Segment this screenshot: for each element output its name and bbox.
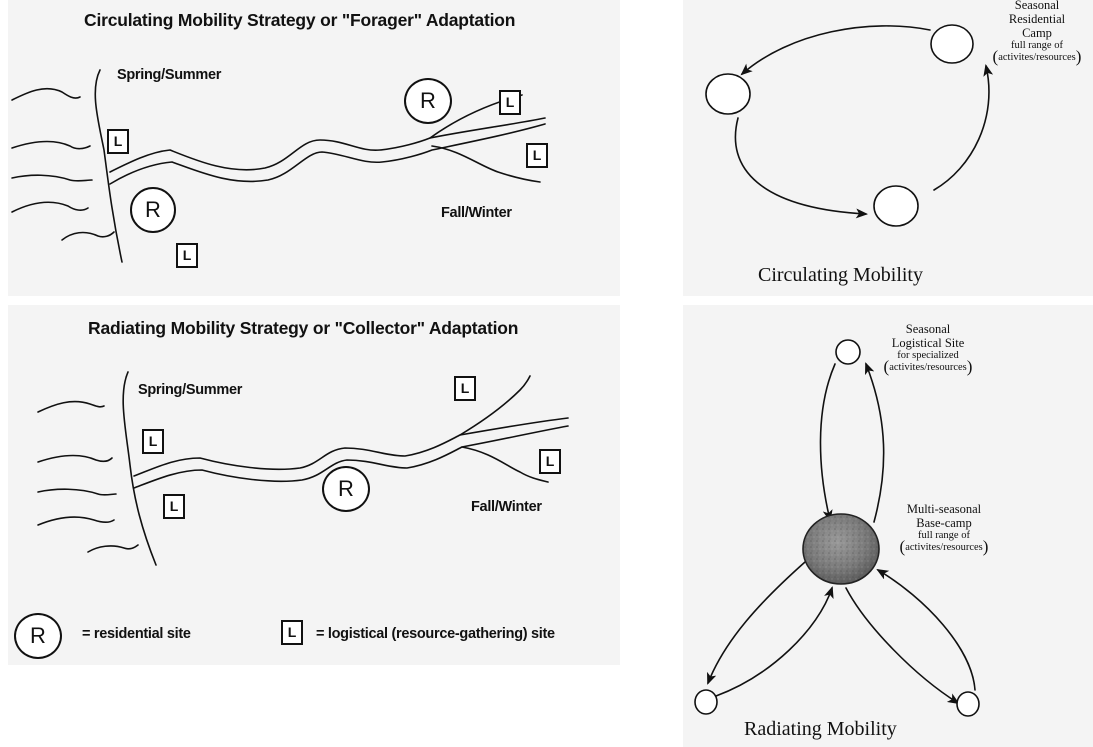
wave-line: [11, 87, 81, 101]
season-label-spring-summer: Spring/Summer: [138, 382, 243, 398]
peripheral-site-oval: [694, 689, 718, 715]
logistical-site-oval: [835, 339, 861, 365]
tributary: [461, 446, 549, 483]
radiating-diagram-panel: [683, 305, 1093, 747]
logistical-site-marker: L: [526, 143, 548, 168]
radiating-arrow: [819, 363, 836, 522]
residential-site-marker: R: [404, 78, 452, 124]
river-bank: [109, 123, 546, 185]
river-bank: [133, 417, 569, 477]
circulating-arrow: [933, 64, 994, 191]
river-bank: [109, 117, 546, 173]
coastline: [94, 69, 123, 263]
season-label-spring-summer: Spring/Summer: [117, 67, 222, 83]
radiating-arrow: [864, 362, 885, 523]
collector-panel-title: Radiating Mobility Strategy or "Collecto…: [88, 318, 519, 338]
residential-site-marker: R: [322, 466, 370, 512]
coastline: [122, 371, 157, 566]
site-oval: [873, 185, 919, 227]
site-oval: [705, 73, 751, 115]
wave-line: [11, 174, 93, 182]
residential-camp-label: Seasonal Residential Camp (full range of…: [992, 0, 1082, 67]
legend-logistical-symbol: L: [281, 620, 303, 645]
radiating-arrow: [715, 586, 834, 697]
forager-panel-title: Circulating Mobility Strategy or "Forage…: [84, 10, 516, 30]
legend-residential-label: = residential site: [82, 626, 191, 642]
tributary: [431, 145, 541, 183]
circulating-diagram-panel: [683, 0, 1093, 296]
wave-line: [37, 516, 115, 526]
circulating-arrow: [740, 25, 931, 76]
radiating-mobility-caption: Radiating Mobility: [744, 718, 897, 740]
radiating-arrow: [876, 568, 976, 691]
logistical-site-marker: L: [107, 129, 129, 154]
logistical-site-marker: L: [142, 429, 164, 454]
wave-line: [61, 231, 115, 241]
wave-line: [11, 201, 89, 213]
peripheral-site-oval: [956, 691, 980, 717]
collector-panel: [8, 305, 620, 665]
radiating-arrow: [707, 561, 806, 685]
logistical-site-label: Seasonal Logistical Site (for specialize…: [883, 322, 973, 377]
season-label-fall-winter: Fall/Winter: [441, 205, 512, 221]
logistical-site-marker: L: [499, 90, 521, 115]
tributary: [459, 375, 531, 436]
wave-line: [87, 544, 139, 553]
legend-logistical-label: = logistical (resource-gathering) site: [316, 626, 555, 642]
wave-line: [11, 140, 91, 150]
river-bank: [133, 425, 569, 489]
circulating-arrow: [734, 117, 868, 219]
season-label-fall-winter: Fall/Winter: [471, 499, 542, 515]
logistical-site-marker: L: [539, 449, 561, 474]
circulating-mobility-caption: Circulating Mobility: [758, 264, 923, 286]
logistical-site-marker: L: [454, 376, 476, 401]
wave-line: [37, 454, 113, 463]
logistical-site-marker: L: [176, 243, 198, 268]
legend-residential-symbol: R: [14, 613, 62, 659]
wave-line: [37, 400, 105, 413]
residential-site-marker: R: [130, 187, 176, 233]
site-oval: [930, 24, 974, 64]
wave-line: [37, 488, 117, 496]
radiating-arrow: [845, 587, 960, 705]
logistical-site-marker: L: [163, 494, 185, 519]
